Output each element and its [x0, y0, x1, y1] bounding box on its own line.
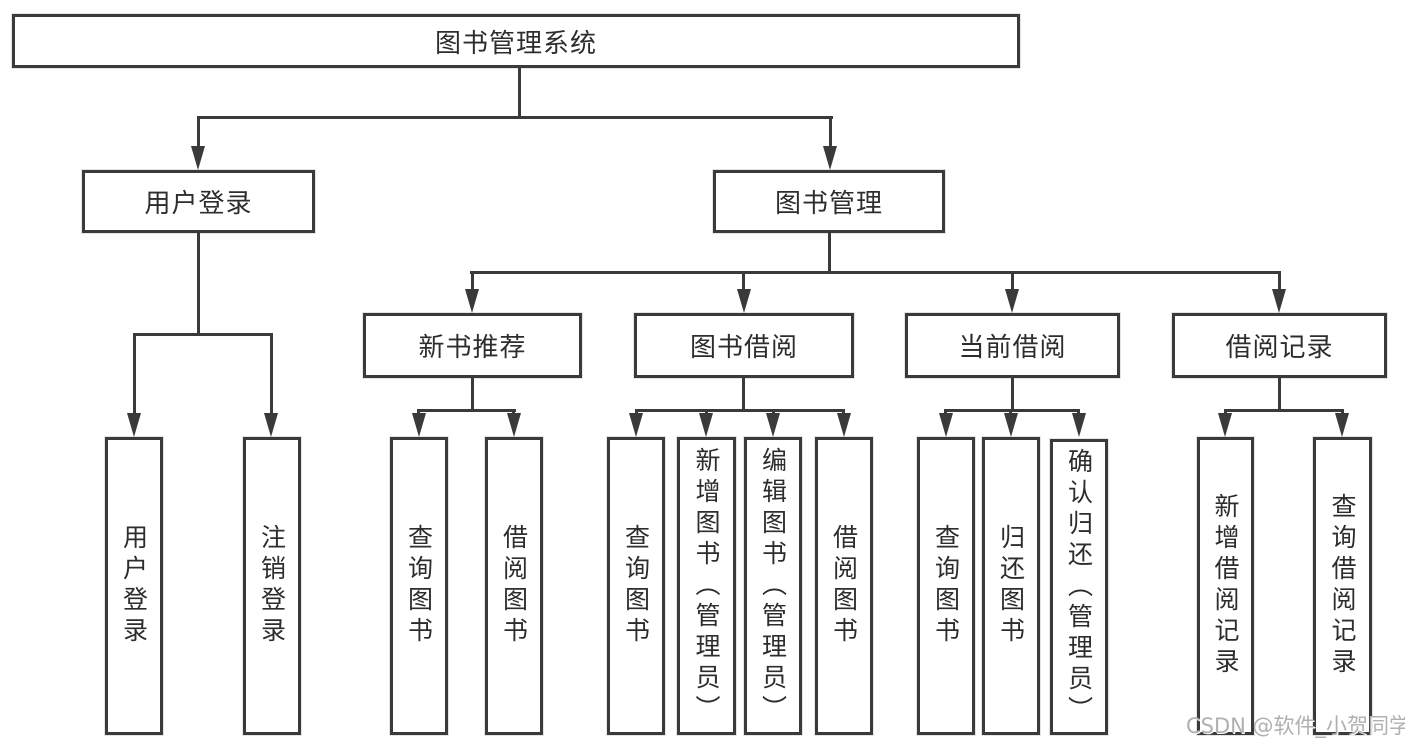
connector-line	[471, 378, 474, 411]
leaf-add-borrow-record: 新增借阅记录	[1197, 437, 1254, 735]
connector-line	[705, 409, 708, 415]
connector-line	[417, 409, 420, 415]
arrowhead-down-icon	[1004, 413, 1018, 437]
arrowhead-down-icon	[127, 413, 141, 437]
leaf-add-book-admin: 新增图书（管理员）	[677, 437, 736, 735]
arrowhead-down-icon	[1005, 289, 1019, 313]
leaf-edit-book-admin: 编辑图书（管理员）	[744, 437, 802, 735]
node-book-borrowing: 图书借阅	[634, 313, 854, 378]
arrowhead-down-icon	[507, 413, 521, 437]
connector-line	[133, 333, 136, 417]
arrowhead-down-icon	[1218, 413, 1232, 437]
connector-line	[1224, 409, 1344, 412]
arrowhead-down-icon	[1335, 413, 1349, 437]
connector-line	[1224, 409, 1227, 415]
leaf-confirm-return-admin: 确认归还（管理员）	[1050, 439, 1108, 735]
arrowhead-down-icon	[939, 413, 953, 437]
connector-line	[1011, 271, 1014, 291]
watermark: CSDN @软件_小贺同学	[1186, 714, 1405, 738]
connector-line	[270, 333, 273, 417]
connector-line	[944, 409, 1080, 412]
connector-line	[828, 233, 831, 273]
node-current-borrowing: 当前借阅	[905, 313, 1120, 378]
arrowhead-down-icon	[1072, 413, 1086, 437]
connector-line	[1011, 378, 1014, 411]
connector-line	[417, 409, 516, 412]
leaf-return-books: 归还图书	[982, 437, 1040, 735]
arrowhead-down-icon	[737, 289, 751, 313]
leaf-user-login: 用户登录	[105, 437, 163, 735]
connector-line	[197, 116, 200, 148]
leaf-borrow-books-1: 借阅图书	[485, 437, 543, 735]
connector-line	[1278, 378, 1281, 411]
leaf-query-books-2: 查询图书	[607, 437, 665, 735]
node-borrowing-records: 借阅记录	[1172, 313, 1387, 378]
connector-line	[944, 409, 947, 415]
connector-line	[829, 116, 832, 148]
arrowhead-down-icon	[264, 413, 278, 437]
connector-line	[1341, 409, 1344, 415]
connector-line	[133, 333, 273, 336]
connector-line	[197, 233, 200, 336]
arrowhead-down-icon	[699, 413, 713, 437]
connector-line	[197, 116, 833, 119]
arrowhead-down-icon	[191, 146, 205, 170]
arrowhead-down-icon	[837, 413, 851, 437]
arrowhead-down-icon	[823, 146, 837, 170]
node-library-system: 图书管理系统	[12, 14, 1020, 68]
connector-line	[635, 409, 638, 415]
arrowhead-down-icon	[412, 413, 426, 437]
leaf-query-books-3: 查询图书	[917, 437, 975, 735]
connector-line	[635, 409, 844, 412]
connector-line	[1077, 409, 1080, 415]
leaf-query-borrow-record: 查询借阅记录	[1313, 437, 1372, 735]
arrowhead-down-icon	[1272, 289, 1286, 313]
connector-line	[1009, 409, 1012, 415]
connector-line	[742, 378, 745, 411]
node-new-book-recommend: 新书推荐	[363, 313, 582, 378]
arrowhead-down-icon	[766, 413, 780, 437]
leaf-query-books-1: 查询图书	[390, 437, 448, 735]
connector-line	[1278, 271, 1281, 291]
node-user-login: 用户登录	[82, 170, 315, 233]
connector-line	[742, 271, 745, 291]
connector-line	[772, 409, 775, 415]
connector-line	[471, 271, 474, 291]
leaf-borrow-books-2: 借阅图书	[815, 437, 873, 735]
connector-line	[842, 409, 845, 415]
leaf-logout: 注销登录	[243, 437, 301, 735]
arrowhead-down-icon	[465, 289, 479, 313]
connector-line	[518, 68, 521, 117]
arrowhead-down-icon	[629, 413, 643, 437]
node-book-management: 图书管理	[713, 170, 945, 233]
connector-line	[470, 271, 1281, 274]
connector-line	[512, 409, 515, 415]
